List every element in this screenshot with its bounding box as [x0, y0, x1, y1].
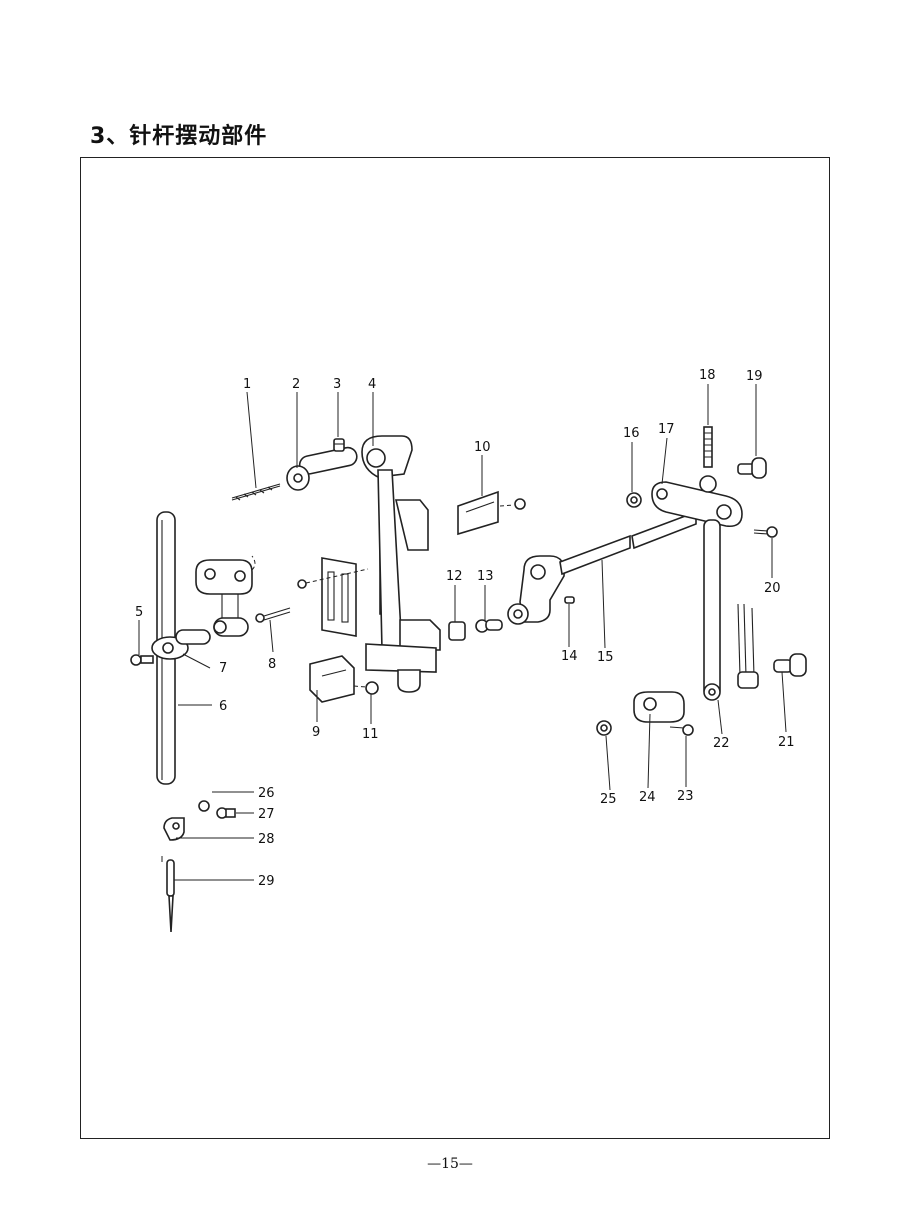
section-heading: 3、针杆摆动部件 — [90, 124, 268, 149]
swing-frame-4 — [361, 435, 441, 693]
part-label-17: 17 — [658, 422, 675, 437]
nut-16 — [626, 492, 642, 508]
page-number: —15— — [427, 1156, 473, 1172]
screw-5 — [130, 654, 154, 666]
rods-right — [737, 603, 759, 689]
needle-29 — [161, 856, 175, 933]
part-label-19: 19 — [746, 369, 763, 384]
part-label-13: 13 — [477, 569, 494, 584]
part-label-2: 2 — [292, 377, 300, 392]
spring-1 — [231, 483, 281, 501]
part-label-26: 26 — [258, 786, 275, 801]
slide-plate — [297, 557, 369, 637]
part-label-24: 24 — [639, 790, 656, 805]
part-label-4: 4 — [368, 377, 376, 392]
part-label-28: 28 — [258, 832, 275, 847]
part-label-8: 8 — [268, 657, 276, 672]
part-label-7: 7 — [219, 661, 227, 676]
part-label-9: 9 — [312, 725, 320, 740]
link-block-24 — [633, 691, 685, 723]
nut-3 — [333, 438, 345, 452]
bracket-10 — [457, 490, 526, 536]
part-label-1: 1 — [243, 377, 251, 392]
part-number-labels: 1 2 3 4 5 6 7 8 9 10 11 12 13 14 15 16 1… — [135, 368, 795, 889]
part-label-27: 27 — [258, 807, 275, 822]
link-rod-22 — [703, 519, 721, 701]
part-label-11: 11 — [362, 727, 379, 742]
screw-20 — [753, 526, 778, 538]
bracket-9 — [309, 655, 355, 703]
part-label-6: 6 — [219, 699, 227, 714]
nut-25 — [596, 720, 612, 736]
part-label-5: 5 — [135, 605, 143, 620]
part-label-15: 15 — [597, 650, 614, 665]
part-label-29: 29 — [258, 874, 275, 889]
part-label-23: 23 — [677, 789, 694, 804]
part-label-25: 25 — [600, 792, 617, 807]
part-label-12: 12 — [446, 569, 463, 584]
block-12 — [448, 621, 466, 641]
spring-18 — [703, 426, 713, 468]
part-label-3: 3 — [333, 377, 341, 392]
needle-bar-clamp-7 — [151, 629, 211, 660]
part-label-10: 10 — [474, 440, 491, 455]
link-block — [195, 555, 256, 637]
screw-8 — [255, 607, 291, 623]
screw-23 — [669, 724, 694, 736]
diagram-frame — [80, 157, 830, 1139]
shaft-2 — [286, 446, 358, 491]
crank-shaft-15 — [507, 510, 697, 625]
bolt-21 — [773, 653, 807, 677]
part-label-21: 21 — [778, 735, 795, 750]
rocker-arm-17 — [651, 475, 743, 528]
shaft-pin-13 — [475, 619, 503, 633]
bolt-19 — [737, 457, 767, 479]
part-label-18: 18 — [699, 368, 716, 383]
screw-11 — [353, 681, 379, 695]
part-label-20: 20 — [764, 581, 781, 596]
part-label-16: 16 — [623, 426, 640, 441]
part-label-22: 22 — [713, 736, 730, 751]
part-label-14: 14 — [561, 649, 578, 664]
needle-clamp-parts — [163, 800, 236, 841]
pin-14 — [564, 596, 575, 604]
leader-lines — [138, 384, 787, 881]
